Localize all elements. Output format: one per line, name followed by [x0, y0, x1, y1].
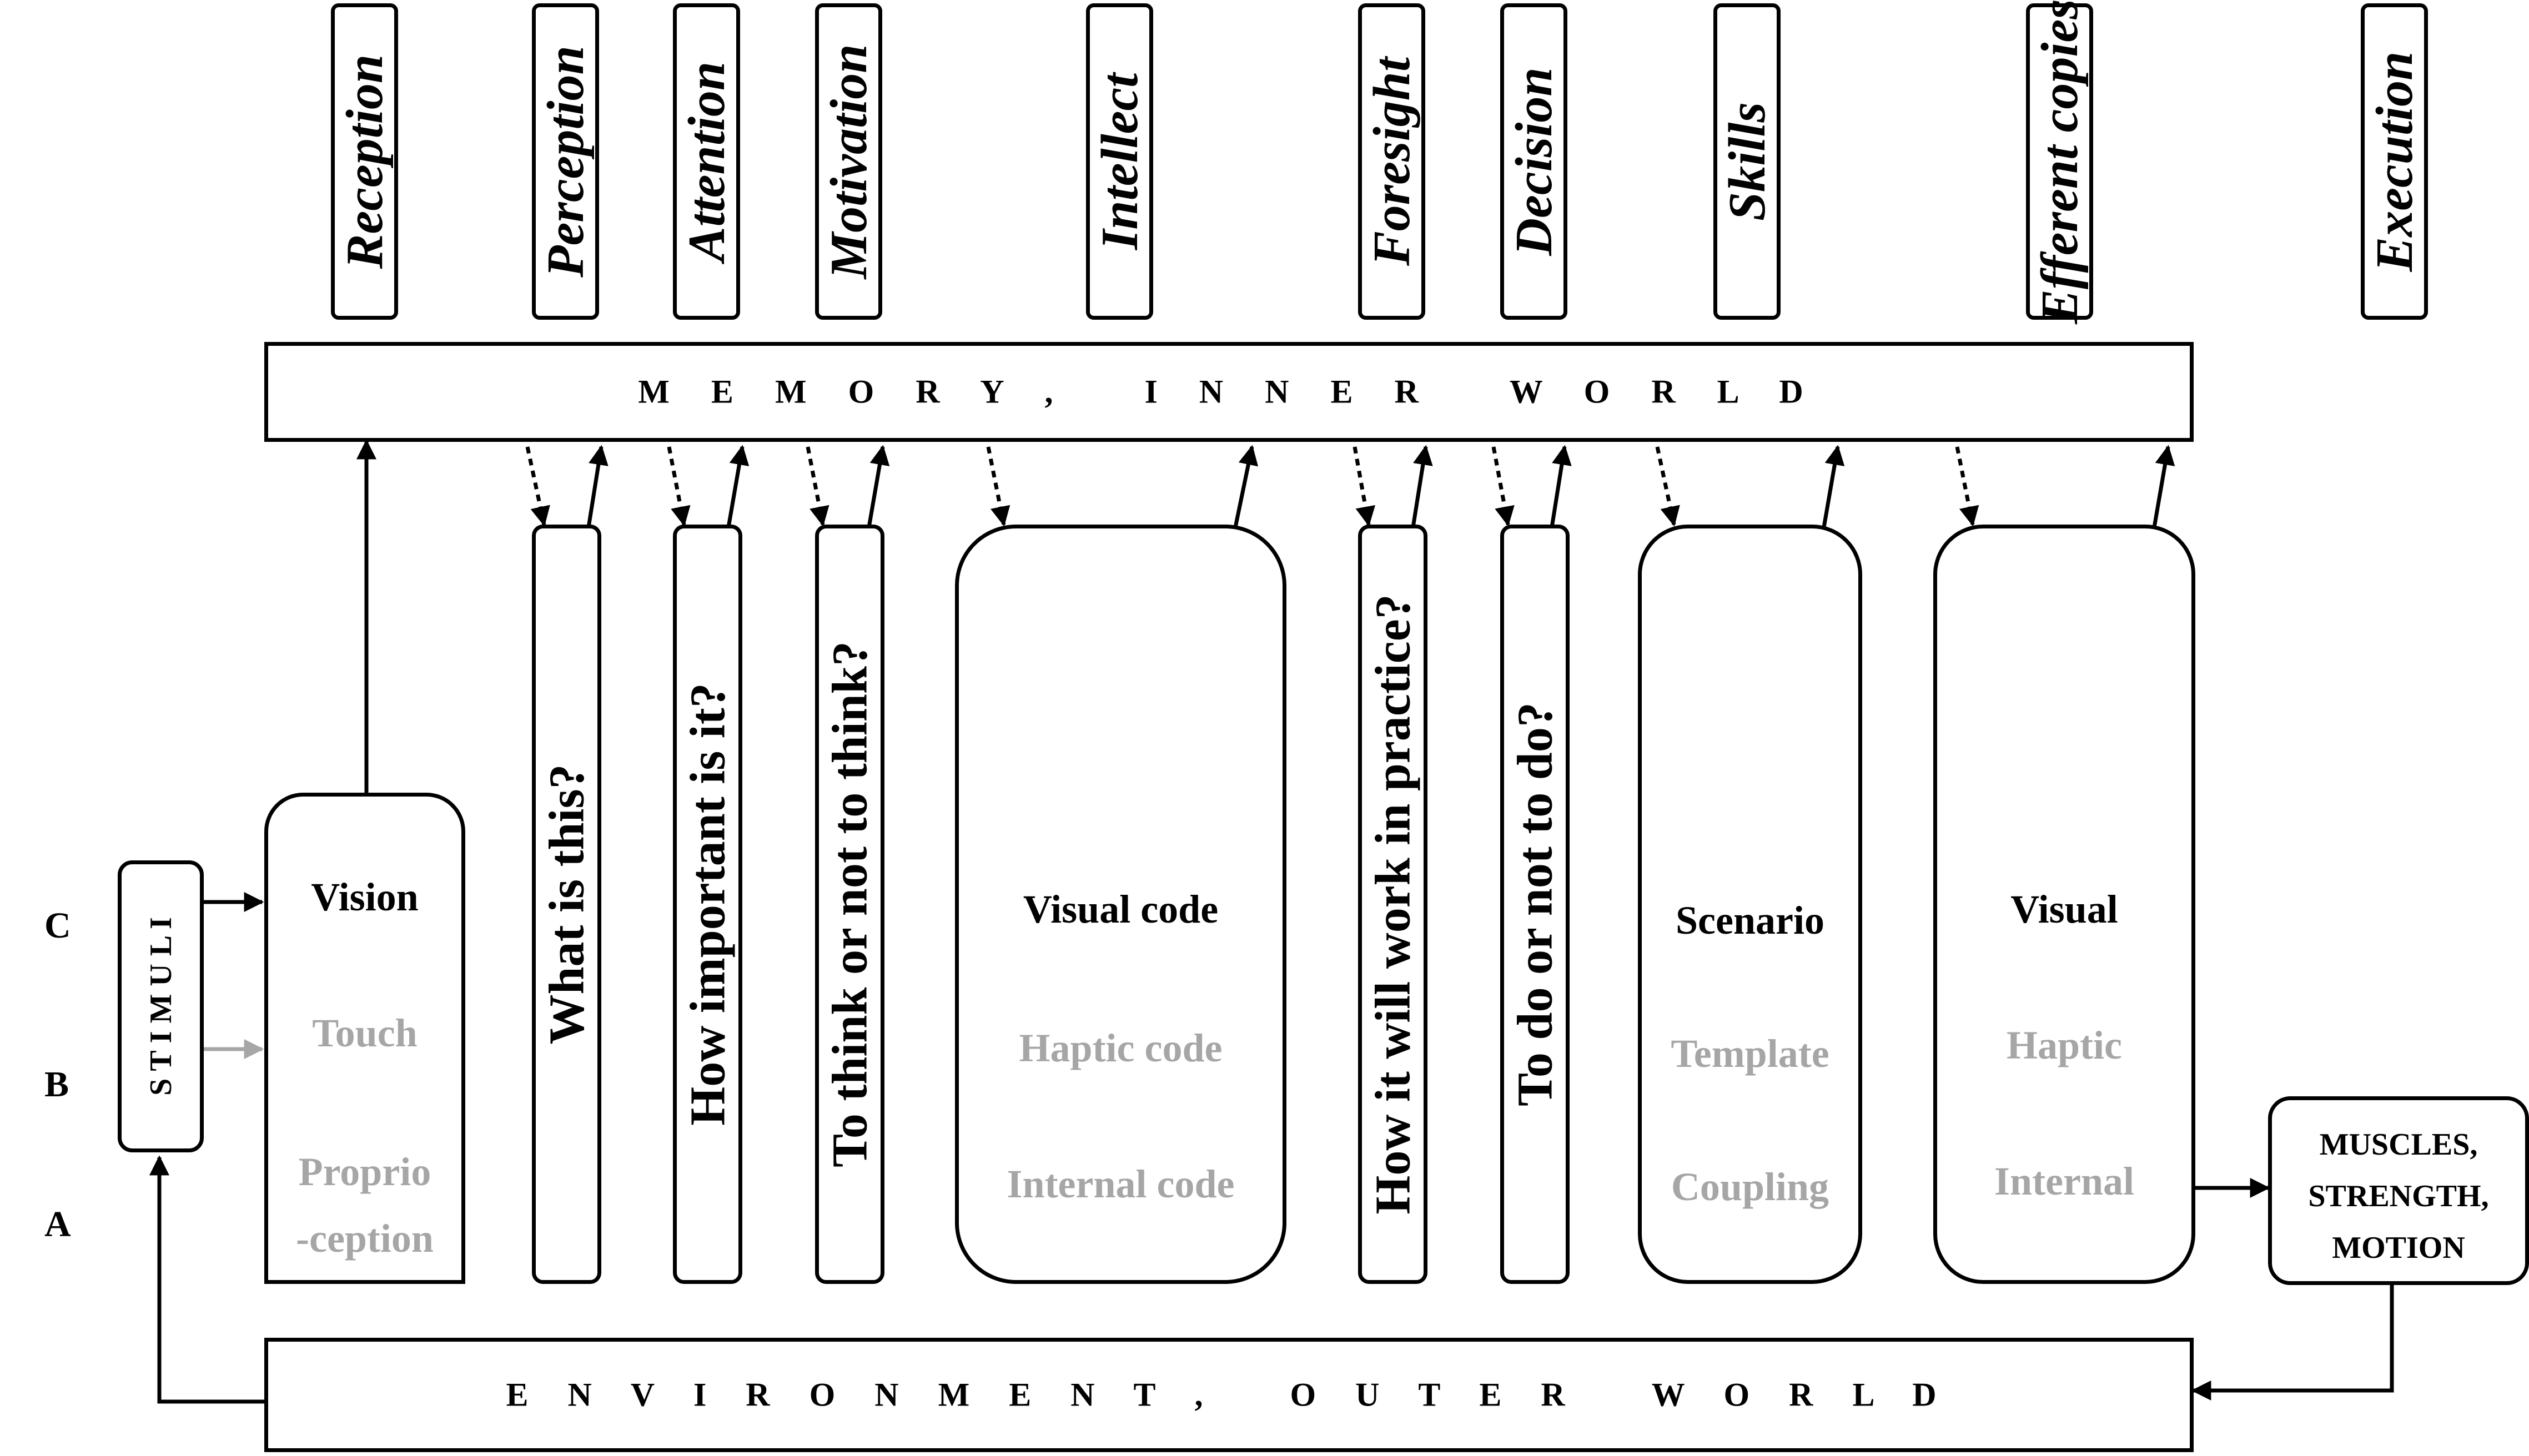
stage-label: Reception: [335, 54, 394, 269]
environment-outer-world-bar: E N V I R O N M E N T , O U T E R W O R …: [264, 1338, 2194, 1452]
stage-label: Motivation: [819, 44, 878, 279]
stage-motivation: Motivation: [815, 3, 882, 320]
memory-bar-label: M E M O R Y , I N N E R W O R L D: [638, 373, 1820, 410]
question-do-box: To do or not to do?: [1500, 525, 1570, 1284]
question-important-box: How important is it?: [673, 525, 742, 1284]
level-c: C: [44, 905, 71, 946]
code-haptic: Haptic code: [1019, 1026, 1223, 1070]
stimuli-box: S T I M U L I: [118, 860, 204, 1152]
efferent-visual: Visual: [2010, 887, 2118, 931]
arrow-up-motivation: [867, 445, 890, 528]
senses-box: Vision Touch Proprio -ception: [264, 793, 465, 1284]
muscles-line-2: STRENGTH,: [2308, 1179, 2489, 1213]
stage-attention: Attention: [673, 3, 740, 320]
arrow-muscles-environment: [2191, 1285, 2394, 1400]
sense-proprio-2: -ception: [296, 1216, 434, 1261]
question-think-box: To think or not to think?: [815, 525, 884, 1284]
environment-bar-label: E N V I R O N M E N T , O U T E R W O R …: [506, 1376, 1952, 1413]
arrow-down-decision: [1491, 446, 1515, 527]
stage-label: Decision: [1505, 67, 1563, 256]
codes-box: Visual code Haptic code Internal code: [955, 525, 1286, 1284]
efferent-haptic: Haptic: [2007, 1023, 2122, 1067]
stage-label: Skills: [1718, 102, 1776, 221]
stage-efferent-copies: Efferent copies: [2026, 0, 2093, 324]
scenario-template: Template: [1671, 1031, 1829, 1076]
arrow-down-perception: [525, 446, 550, 527]
scenario-box: Scenario Template Coupling: [1638, 525, 1862, 1284]
level-b: B: [44, 1064, 69, 1105]
arrow-down-foresight: [1353, 446, 1376, 527]
arrow-down-efferent: [1955, 446, 1979, 527]
stage-reception: Reception: [331, 3, 398, 320]
stage-foresight: Foresight: [1358, 3, 1425, 320]
question-practice: How it will work in practice?: [1365, 594, 1420, 1215]
arrow-up-attention: [726, 445, 750, 528]
arrow-down-attention: [667, 446, 691, 527]
scenario-label: Scenario: [1676, 898, 1824, 943]
arrow-down-intellect: [986, 446, 1010, 527]
efferent-internal: Internal: [1994, 1159, 2134, 1203]
sense-touch: Touch: [312, 1011, 418, 1055]
arrow-up-efferent: [2152, 445, 2175, 528]
sense-proprio-1: Proprio: [298, 1150, 431, 1194]
arrow-down-motivation: [806, 446, 829, 527]
arrow-environment-stimuli: [149, 1155, 264, 1404]
sense-vision: Vision: [311, 875, 419, 919]
stage-label: Foresight: [1362, 57, 1421, 266]
stage-label: Intellect: [1090, 73, 1149, 250]
scenario-coupling: Coupling: [1671, 1165, 1829, 1209]
efferent-box: Visual Haptic Internal: [1933, 525, 2195, 1284]
arrow-up-decision: [1550, 445, 1572, 528]
arrow-down-skills: [1655, 446, 1680, 527]
arrow-up-perception: [586, 445, 609, 528]
muscles-box: MUSCLES, STRENGTH, MOTION: [2268, 1096, 2529, 1285]
arrow-up-intellect: [1233, 445, 1259, 528]
code-visual: Visual code: [1023, 887, 1219, 931]
stage-skills: Skills: [1713, 3, 1781, 320]
stage-label: Attention: [677, 61, 736, 262]
question-practice-box: How it will work in practice?: [1358, 525, 1427, 1284]
stage-label: Execution: [2365, 51, 2424, 272]
stimuli-label: S T I M U L I: [143, 917, 178, 1096]
stage-execution: Execution: [2361, 3, 2428, 320]
question-do: To do or not to do?: [1507, 702, 1562, 1106]
level-a: A: [44, 1204, 71, 1245]
arrow-up-skills: [1822, 445, 1845, 528]
question-what: What is this?: [539, 764, 594, 1045]
stage-decision: Decision: [1500, 3, 1567, 320]
question-what-box: What is this?: [532, 525, 601, 1284]
stage-perception: Perception: [532, 3, 599, 320]
question-think: To think or not to think?: [822, 641, 877, 1167]
stage-label: Perception: [536, 46, 595, 278]
stage-label: Efferent copies: [2030, 0, 2089, 324]
arrow-up-foresight: [1411, 445, 1433, 528]
stage-intellect: Intellect: [1086, 3, 1153, 320]
code-internal: Internal code: [1007, 1162, 1235, 1206]
muscles-line-3: MOTION: [2332, 1231, 2465, 1265]
question-important: How important is it?: [680, 683, 735, 1126]
muscles-line-1: MUSCLES,: [2319, 1127, 2478, 1162]
memory-inner-world-bar: M E M O R Y , I N N E R W O R L D: [264, 342, 2194, 442]
